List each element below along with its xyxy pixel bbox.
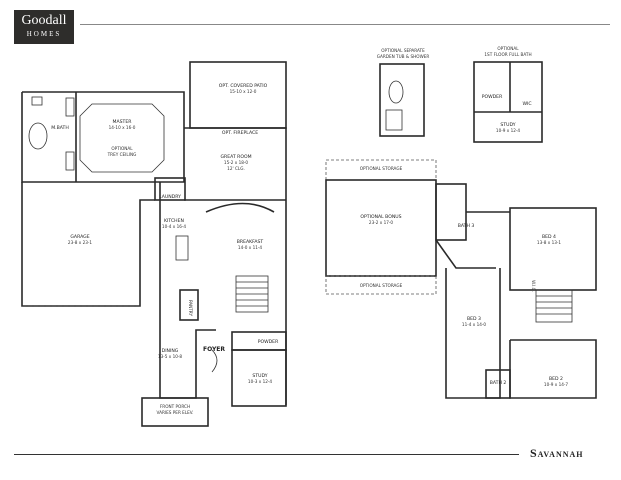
- full-bath-title-1: OPTIONAL: [497, 46, 519, 51]
- inset-powder-label: POWDER: [482, 94, 503, 100]
- second-floor-plan: OPTIONAL STORAGE OPTIONAL BONUS 23-2 x 1…: [325, 159, 597, 399]
- wic-label: W.I.C.: [531, 280, 536, 292]
- foyer-label: FOYER: [203, 346, 225, 353]
- master-suite-walls: [21, 91, 185, 183]
- tub-fixture: [28, 122, 48, 150]
- trey-label-2: TREY CEILING: [107, 152, 137, 157]
- vanity-fixture-1: [65, 97, 75, 117]
- garage-dims: 23-8 x 23-1: [68, 240, 92, 245]
- bed3-label: BED 3: [467, 316, 481, 322]
- dining-label: DINING: [162, 348, 179, 354]
- bed2-dims: 10-9 x 14-7: [544, 382, 568, 387]
- bonus-room: [325, 179, 437, 277]
- bath3-room: [435, 183, 467, 241]
- garage-label: GARAGE: [70, 234, 89, 240]
- brand-subtitle: HOMES: [26, 30, 62, 38]
- garden-tub-fixture: [388, 80, 404, 104]
- breakfast-bay: [205, 202, 275, 213]
- first-floor-plan: OPT. COVERED PATIO 15-10 x 12-0 MASTER 1…: [21, 61, 287, 427]
- laundry-room: [154, 177, 186, 201]
- brand-logo: Goodall HOMES: [14, 10, 74, 44]
- garden-tub-inset: [379, 63, 425, 137]
- bath2-label: BATH 2: [490, 380, 507, 386]
- bed2-room: [509, 339, 597, 399]
- bed2-label: BED 2: [549, 376, 563, 382]
- laundry-label: LAUNDRY: [159, 194, 181, 200]
- kitchen-label: KITCHEN: [164, 218, 184, 224]
- full-bath-inset: [473, 61, 543, 143]
- dining-dims: 13-5 x 10-8: [158, 354, 182, 359]
- great-room-ceiling: 12' CLG.: [227, 166, 245, 171]
- patio-dims: 15-10 x 12-0: [230, 89, 257, 94]
- upper-hall-diag: [435, 239, 496, 269]
- pantry-label: PANTRY: [188, 300, 193, 316]
- great-room-dims: 15-2 x 18-0: [224, 160, 248, 165]
- patio-label: OPT. COVERED PATIO: [219, 83, 268, 89]
- kitchen-dims: 10-4 x 16-4: [162, 224, 186, 229]
- bonus-dims: 23-2 x 17-0: [369, 220, 393, 225]
- garden-shower-fixture: [385, 109, 403, 131]
- bed4-label: BED 4: [542, 234, 556, 240]
- storage-bottom-label: OPTIONAL STORAGE: [360, 283, 403, 288]
- bed4-dims: 13-8 x 13-1: [537, 240, 561, 245]
- bath2-room: [485, 369, 511, 399]
- bed3-dims: 11-4 x 14-0: [462, 322, 486, 327]
- study-room: [231, 349, 287, 407]
- first-floor-stairs: [235, 275, 269, 313]
- second-floor-stairs: [535, 289, 573, 323]
- front-porch: [141, 397, 209, 427]
- full-bath-title-2: 1ST FLOOR FULL BATH: [484, 52, 531, 57]
- porch-label: FRONT PORCH: [160, 404, 190, 409]
- inset-study-dims: 10-9 x 12-4: [496, 128, 520, 133]
- kitchen-island: [175, 235, 189, 261]
- master-dims: 14-10 x 16-0: [109, 125, 136, 130]
- patio-outline: [189, 61, 287, 129]
- header-rule: [80, 24, 610, 25]
- mbath-label: M.BATH: [51, 125, 69, 131]
- great-room-label: GREAT ROOM: [220, 154, 251, 160]
- garden-tub-title-1: OPTIONAL SEPARATE: [381, 48, 425, 53]
- footer-rule: [14, 454, 519, 455]
- garden-tub-title-2: GARDEN TUB & SHOWER: [377, 54, 430, 59]
- porch-note: VARIES PER ELEV.: [157, 410, 194, 415]
- bed4-room: [509, 207, 597, 291]
- storage-bottom-zone: [325, 275, 437, 295]
- vanity-fixture-2: [65, 151, 75, 171]
- breakfast-label: BREAKFAST: [237, 239, 264, 245]
- inset-study-label: STUDY: [500, 122, 515, 128]
- foyer-door-swing: [211, 349, 218, 373]
- breakfast-dims: 14-0 x 11-4: [238, 245, 262, 250]
- trey-label-1: OPTIONAL: [111, 146, 133, 151]
- bonus-label: OPTIONAL BONUS: [360, 214, 401, 220]
- study-dims: 10-3 x 12-4: [248, 379, 272, 384]
- toilet-fixture: [31, 96, 43, 106]
- powder-label: POWDER: [258, 339, 279, 345]
- option-insets: OPTIONAL SEPARATE GARDEN TUB & SHOWER OP…: [377, 46, 543, 143]
- bath3-label: BATH 3: [458, 223, 475, 229]
- bed3-room: [445, 268, 501, 399]
- brand-name: Goodall: [21, 13, 67, 28]
- storage-top-label: OPTIONAL STORAGE: [360, 166, 403, 171]
- study-label: STUDY: [252, 373, 267, 379]
- trey-ceiling-outline: [79, 103, 165, 173]
- master-label: MASTER: [113, 119, 133, 125]
- pantry-room: [179, 289, 199, 321]
- fireplace-label: OPT. FIREPLACE: [222, 130, 258, 136]
- inset-wic-label: WIC: [522, 101, 531, 107]
- plan-name: Savannah: [530, 446, 584, 460]
